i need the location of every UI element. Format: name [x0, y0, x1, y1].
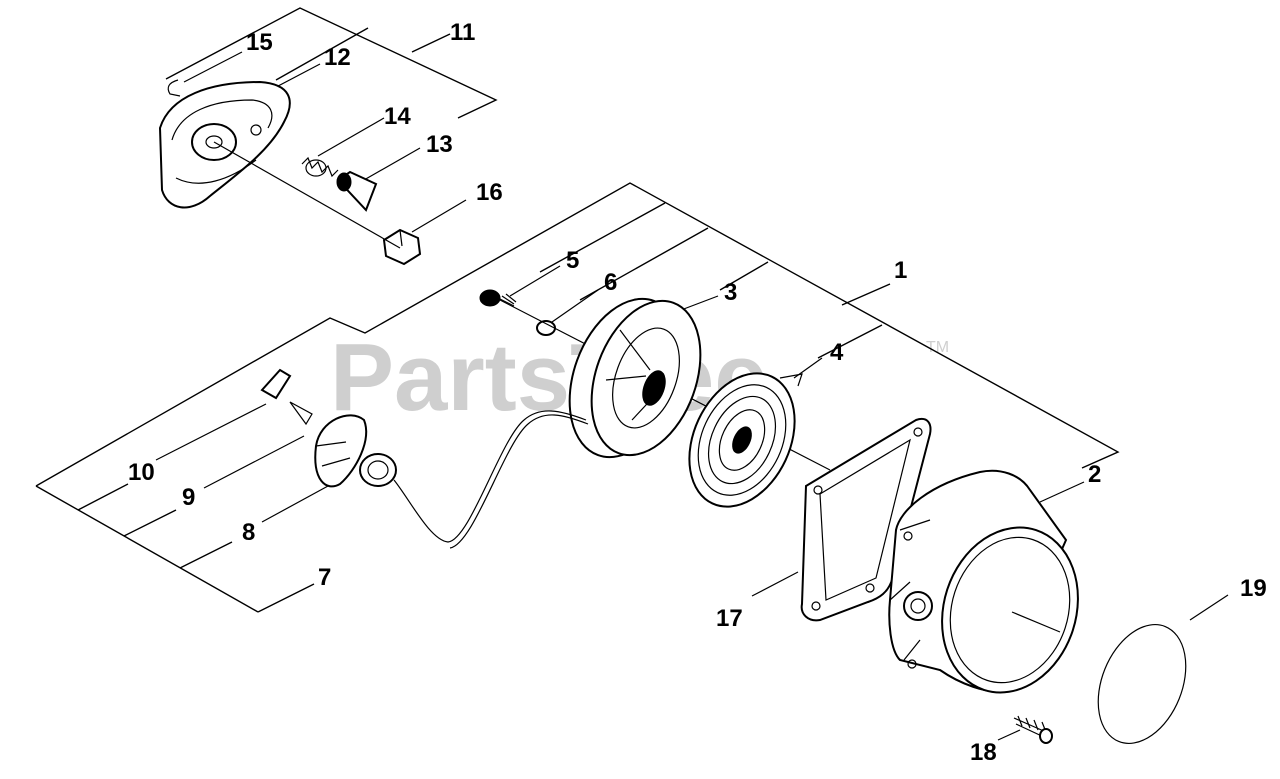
callout-14: 14 [384, 103, 411, 130]
callout-6: 6 [604, 269, 617, 296]
rope-part [393, 410, 587, 543]
callout-9: 9 [182, 484, 195, 511]
callout-11: 11 [450, 19, 475, 46]
nut-part [382, 228, 422, 266]
callout-18: 18 [970, 739, 997, 766]
handle-axis [213, 141, 401, 249]
recoil-spring-part [688, 372, 803, 508]
handle-grip-part [314, 414, 397, 488]
handle-cover-part [158, 80, 291, 209]
callout-12: 12 [324, 44, 351, 71]
spring-part [301, 156, 339, 178]
group-1-bracket [35, 182, 1120, 613]
callout-5: 5 [566, 247, 579, 274]
pawl-parts [260, 368, 313, 426]
callout-13: 13 [426, 131, 453, 158]
callout-1: 1 [894, 257, 907, 284]
housing-part [888, 469, 1079, 694]
pin-part [336, 170, 378, 212]
decal-part [1097, 623, 1187, 745]
group-11-bracket [165, 7, 498, 119]
clip-part [167, 79, 181, 97]
callout-7: 7 [318, 564, 331, 591]
callout-2: 2 [1088, 461, 1101, 488]
callout-17: 17 [716, 605, 743, 632]
pawl-spring-part [260, 368, 292, 400]
leader-lines [155, 51, 1229, 741]
callout-8: 8 [242, 519, 255, 546]
screw-part [1013, 715, 1053, 744]
callout-15: 15 [246, 29, 273, 56]
callout-16: 16 [476, 179, 503, 206]
watermark-trademark: TM [926, 339, 949, 356]
callout-4: 4 [830, 339, 844, 366]
gasket-part [800, 418, 932, 622]
bolt-part [479, 289, 517, 307]
callout-labels: 1 2 3 4 5 6 7 8 9 10 11 12 13 14 15 16 1… [128, 19, 1267, 766]
callout-3: 3 [724, 279, 737, 306]
reel-part [568, 297, 702, 459]
callout-19: 19 [1240, 575, 1267, 602]
callout-10: 10 [128, 459, 155, 486]
